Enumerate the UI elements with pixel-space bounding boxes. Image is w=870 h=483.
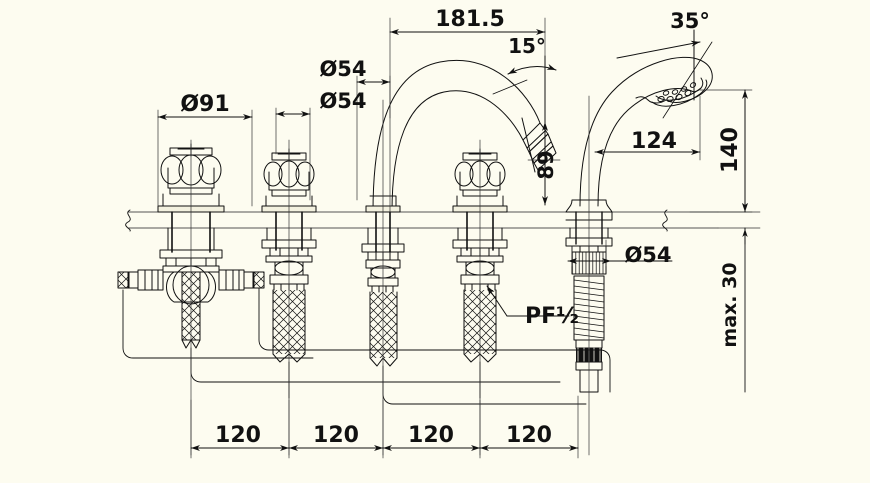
fixture-handshower	[565, 56, 713, 393]
dimension-label-120-3: 120	[408, 423, 454, 448]
dimension-label-140: 140	[718, 127, 743, 173]
dimension-label-angle-15: 15°	[508, 34, 546, 58]
dimension-label-d54-handle: Ø54	[319, 89, 366, 113]
handshower-spray-holes	[657, 82, 697, 103]
extension-lines	[157, 17, 761, 459]
callout-label-pf-half: PF½	[525, 304, 579, 329]
dimension-label-1815: 181.5	[435, 7, 505, 32]
dimension-label-d54-spout: Ø54	[319, 57, 366, 81]
dimension-label-120-1: 120	[215, 423, 261, 448]
dimension-label-89: 89	[534, 150, 558, 179]
deck-break-right	[662, 209, 668, 232]
dimension-label-120-4: 120	[506, 423, 552, 448]
angle-leaders	[492, 29, 713, 173]
deck-break-left	[125, 209, 131, 232]
deck-surface	[127, 211, 719, 229]
dimension-label-124: 124	[631, 129, 677, 154]
dimension-label-angle-35: 35°	[670, 9, 710, 33]
dimension-label-d91: Ø91	[180, 92, 229, 117]
dimension-label-d54-hose: Ø54	[624, 243, 671, 267]
dimension-lines	[157, 29, 748, 451]
pf-half-leader	[486, 285, 570, 317]
dimension-label-120-2: 120	[313, 423, 359, 448]
dimension-label-max30: max. 30	[719, 262, 741, 347]
